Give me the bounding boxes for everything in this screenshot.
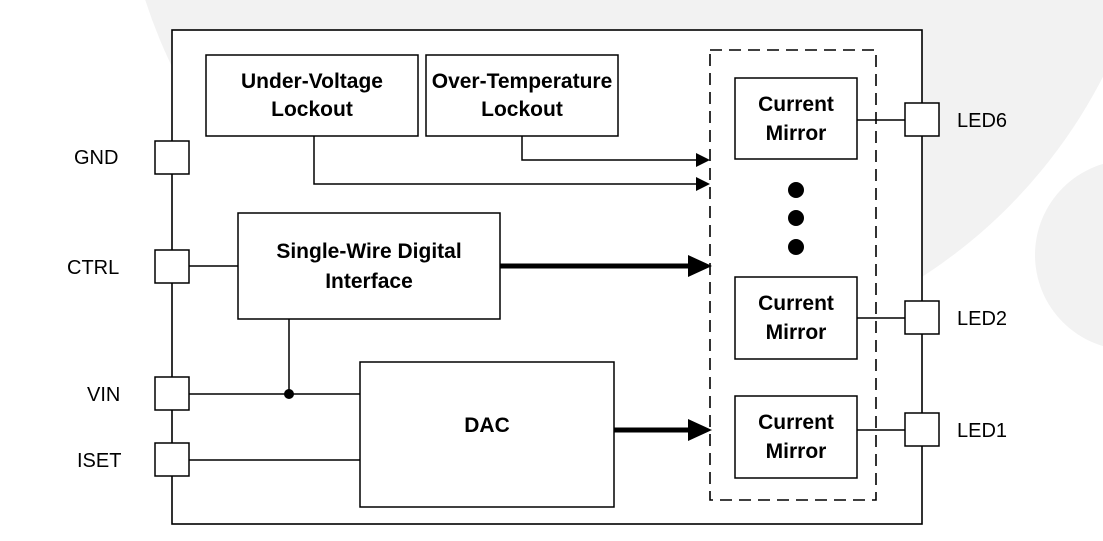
- uvlo-arrowhead: [696, 177, 710, 191]
- watermark-small-circle: [1035, 163, 1103, 347]
- otlo-signal-wire: [521, 136, 700, 161]
- led1-pin: [904, 412, 940, 447]
- mirror-top-line2: Mirror: [766, 122, 827, 145]
- led6-label: LED6: [957, 110, 1007, 132]
- mirror-mid-line1: Current: [758, 292, 834, 315]
- iset-label: ISET: [77, 450, 121, 472]
- mirror-bot-line1: Current: [758, 411, 834, 434]
- mirror-bot-line2: Mirror: [766, 440, 827, 463]
- vin-pin: [154, 376, 190, 411]
- mirror-top-line1: Current: [758, 93, 834, 116]
- gnd-pin: [154, 140, 190, 175]
- current-mirror-bottom: Current Mirror: [734, 395, 858, 479]
- junction-dot: [284, 389, 294, 399]
- led6-pin: [904, 102, 940, 137]
- led1-label: LED1: [957, 420, 1007, 442]
- iset-pin: [154, 442, 190, 477]
- gnd-label: GND: [74, 147, 118, 169]
- dac-block: DAC: [359, 361, 615, 508]
- ctrl-label: CTRL: [67, 257, 119, 279]
- swdi-label-line2: Interface: [325, 270, 413, 293]
- swdi-bus-arrowhead: [688, 255, 712, 277]
- dac-bus-arrowhead: [688, 419, 712, 441]
- current-mirror-middle: Current Mirror: [734, 276, 858, 360]
- ellipsis-dots: [788, 182, 804, 255]
- current-mirror-top: Current Mirror: [734, 77, 858, 160]
- otlo-label-line1: Over-Temperature: [432, 70, 613, 93]
- otlo-label-line2: Lockout: [481, 98, 563, 121]
- dac-label: DAC: [464, 414, 510, 437]
- swdi-label-line1: Single-Wire Digital: [276, 240, 461, 263]
- otlo-block: Over-Temperature Lockout: [425, 54, 619, 137]
- uvlo-signal-wire: [313, 136, 700, 185]
- mirror-mid-line2: Mirror: [766, 321, 827, 344]
- current-mirror-group: [709, 49, 877, 501]
- led2-pin: [904, 300, 940, 335]
- vin-label: VIN: [87, 384, 120, 406]
- otlo-arrowhead: [696, 153, 710, 167]
- ctrl-pin: [154, 249, 190, 284]
- led2-label: LED2: [957, 308, 1007, 330]
- swdi-block: Single-Wire Digital Interface: [237, 212, 501, 320]
- uvlo-label-line1: Under-Voltage: [241, 70, 383, 93]
- uvlo-block: Under-Voltage Lockout: [205, 54, 419, 137]
- uvlo-label-line2: Lockout: [271, 98, 353, 121]
